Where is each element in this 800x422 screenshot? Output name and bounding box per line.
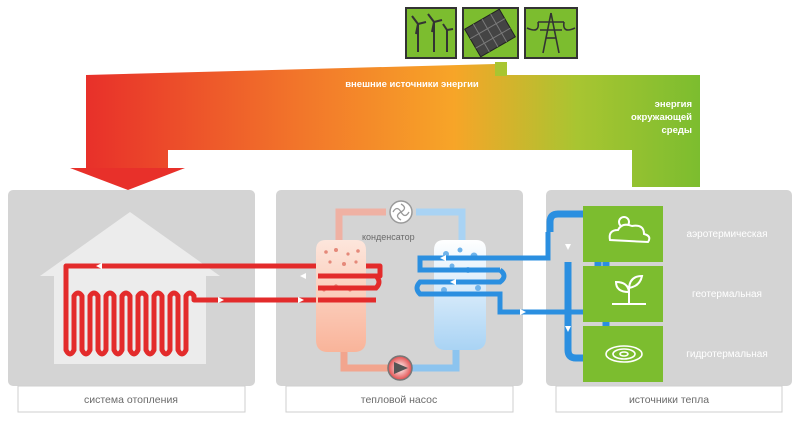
cloud-sun-icon bbox=[608, 216, 651, 244]
ambient-energy-label-1: энергия bbox=[655, 99, 692, 110]
source-air-label: аэротермическая bbox=[687, 229, 768, 240]
sprout-icon bbox=[612, 274, 646, 305]
arrow-down-icon bbox=[70, 168, 185, 190]
energy-flow-arc bbox=[70, 62, 700, 190]
source-air-tile bbox=[583, 206, 663, 262]
source-geo-label: геотермальная bbox=[692, 289, 762, 300]
flow-arrow-icon bbox=[96, 263, 102, 269]
source-hydro-tile bbox=[583, 326, 663, 382]
heating-system-label: система отопления bbox=[84, 394, 178, 406]
source-hydro-label: гидротермальная bbox=[686, 349, 768, 360]
flow-arrow-icon bbox=[520, 309, 526, 315]
flow-arrow-icon bbox=[565, 326, 571, 332]
solar-panel-icon bbox=[462, 7, 519, 59]
water-ripple-icon bbox=[605, 345, 643, 363]
wind-turbines-icon bbox=[405, 7, 457, 59]
house-icon bbox=[40, 212, 220, 364]
heat-pump-label: тепловой насос bbox=[361, 394, 437, 406]
source-geo-tile bbox=[583, 266, 663, 322]
condenser-label: конденсатор bbox=[362, 232, 415, 242]
flow-arrow-icon bbox=[298, 297, 304, 303]
condenser-fan-icon bbox=[389, 200, 413, 224]
condenser-coil bbox=[318, 273, 382, 303]
flow-arrow-icon bbox=[300, 273, 306, 279]
condenser-tank bbox=[316, 240, 366, 352]
flow-arrow-icon bbox=[450, 279, 456, 285]
ambient-energy-label-2: окружающей bbox=[631, 112, 692, 123]
evaporator-coil bbox=[414, 232, 598, 315]
ambient-energy-label-3: среды bbox=[661, 125, 692, 136]
external-sources-label: внешние источники энергии bbox=[345, 79, 479, 90]
power-line-icon bbox=[524, 7, 578, 59]
flow-arrow-icon bbox=[440, 255, 446, 261]
heat-sources-label: источники тепла bbox=[629, 394, 709, 406]
flow-arrow-icon bbox=[565, 244, 571, 250]
compressor-icon bbox=[387, 355, 413, 381]
flow-arrow-icon bbox=[218, 297, 224, 303]
